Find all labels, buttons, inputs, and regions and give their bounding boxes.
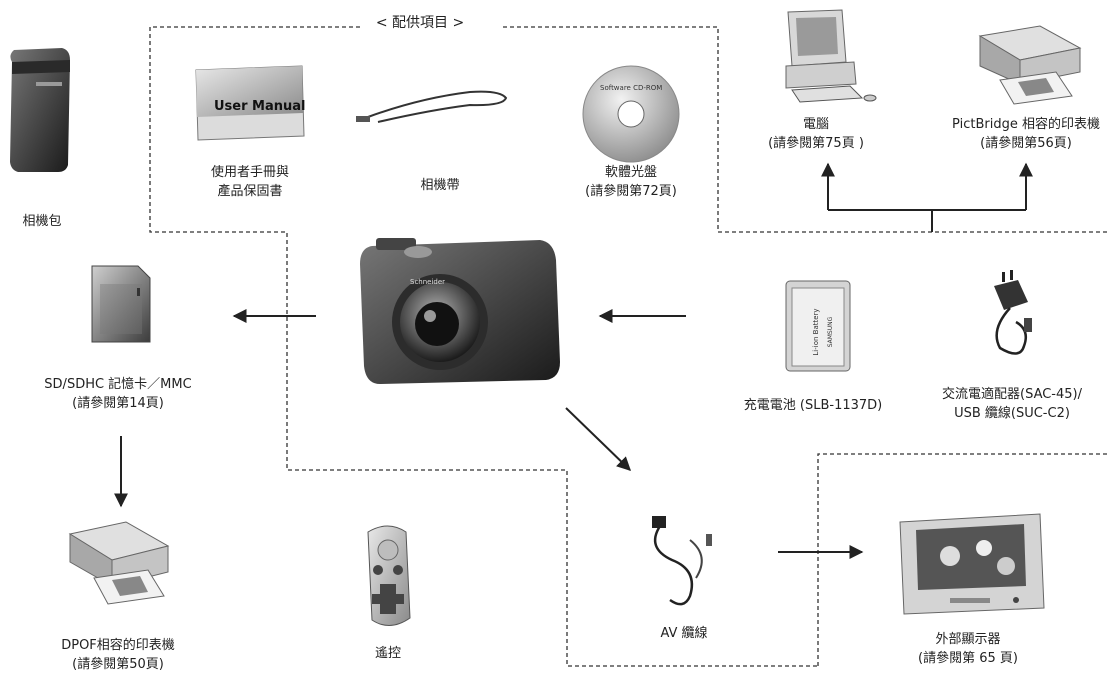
svg-text:Schneider: Schneider [410,278,445,286]
camera-icon: Schneider [360,238,560,384]
svg-text:User Manual: User Manual [214,99,306,114]
caption-camera-case: 相機包 [22,212,61,231]
arrow-to-av-cable [565,407,632,471]
caption-line: (請參閱第72頁) [585,184,677,199]
caption-line: (請參閱第50頁) [72,657,164,672]
caption-user-manual: 使用者手冊與 產品保固書 [211,163,289,201]
caption-battery: 充電電池 (SLB-1137D) [744,396,882,415]
caption-line: 交流電適配器(SAC-45)/ [942,387,1082,402]
sd-card-icon [91,265,151,343]
computer-icon [785,9,877,103]
caption-line: (請參閱第14頁) [72,396,164,411]
av-cable-icon [652,516,712,606]
tv-monitor-icon [899,513,1045,615]
caption-line: (請參閱第56頁) [980,136,1072,151]
caption-line: 遙控 [374,646,402,661]
remote-control-icon [367,525,411,626]
camera-case-icon [10,48,70,172]
monitor-dashed-border [817,453,1107,666]
caption-pictbridge-printer: PictBridge 相容的印表機 (請參閱第56頁) [952,115,1100,153]
caption-line: DPOF相容的印表機 [61,638,175,653]
svg-text:Software CD-ROM: Software CD-ROM [600,84,662,92]
strap-icon [356,90,508,123]
caption-sd-card: SD/SDHC 記憶卡／MMC (請參閱第14頁) [44,375,191,413]
user-manual-icon: User Manual [195,65,306,141]
caption-line: 電腦 [802,117,830,132]
caption-line: PictBridge 相容的印表機 [952,117,1100,132]
svg-text:SAMSUNG: SAMSUNG [827,316,834,347]
connector-line [828,209,1026,232]
caption-line: SD/SDHC 記憶卡／MMC [44,377,192,392]
dpof-printer-icon [68,521,170,605]
caption-av-cable: AV 纜線 [660,624,707,643]
bundle-dashed-border-right [503,26,1107,233]
caption-dpof-printer: DPOF相容的印表機 (請參閱第50頁) [61,636,175,674]
caption-line: 使用者手冊與 [210,165,290,180]
bundle-dashed-border [149,26,818,667]
caption-adapter: 交流電適配器(SAC-45)/ USB 纜線(SUC-C2) [942,385,1082,423]
power-adapter-icon [994,270,1032,355]
caption-line: AV 纜線 [660,626,708,641]
caption-line: 相機帶 [420,178,460,193]
caption-line: 充電電池 (SLB-1137D) [743,398,883,413]
caption-line: (請參閱第75頁 ) [768,136,864,151]
caption-computer: 電腦 (請參閱第75頁 ) [768,115,864,153]
svg-text:Li-ion Battery: Li-ion Battery [812,308,820,355]
caption-strap: 相機帶 [420,176,459,195]
caption-cd-rom: 軟體光盤 (請參閱第72頁) [585,163,677,201]
caption-line: 相機包 [22,214,62,229]
printer-icon [978,25,1082,105]
caption-line: USB 纜線(SUC-C2) [954,406,1070,421]
bundle-title: < 配供項目 > [367,12,473,32]
battery-icon: Li-ion Battery SAMSUNG [785,280,851,372]
caption-line: 產品保固書 [217,184,283,199]
caption-line: (請參閱第 65 頁) [918,651,1018,666]
caption-remote: 遙控 [375,644,401,663]
caption-monitor: 外部顯示器 (請參閱第 65 頁) [918,630,1018,668]
cd-rom-icon: Software CD-ROM [582,65,680,163]
caption-line: 軟體光盤 [604,165,657,180]
caption-line: 外部顯示器 [935,632,1001,647]
